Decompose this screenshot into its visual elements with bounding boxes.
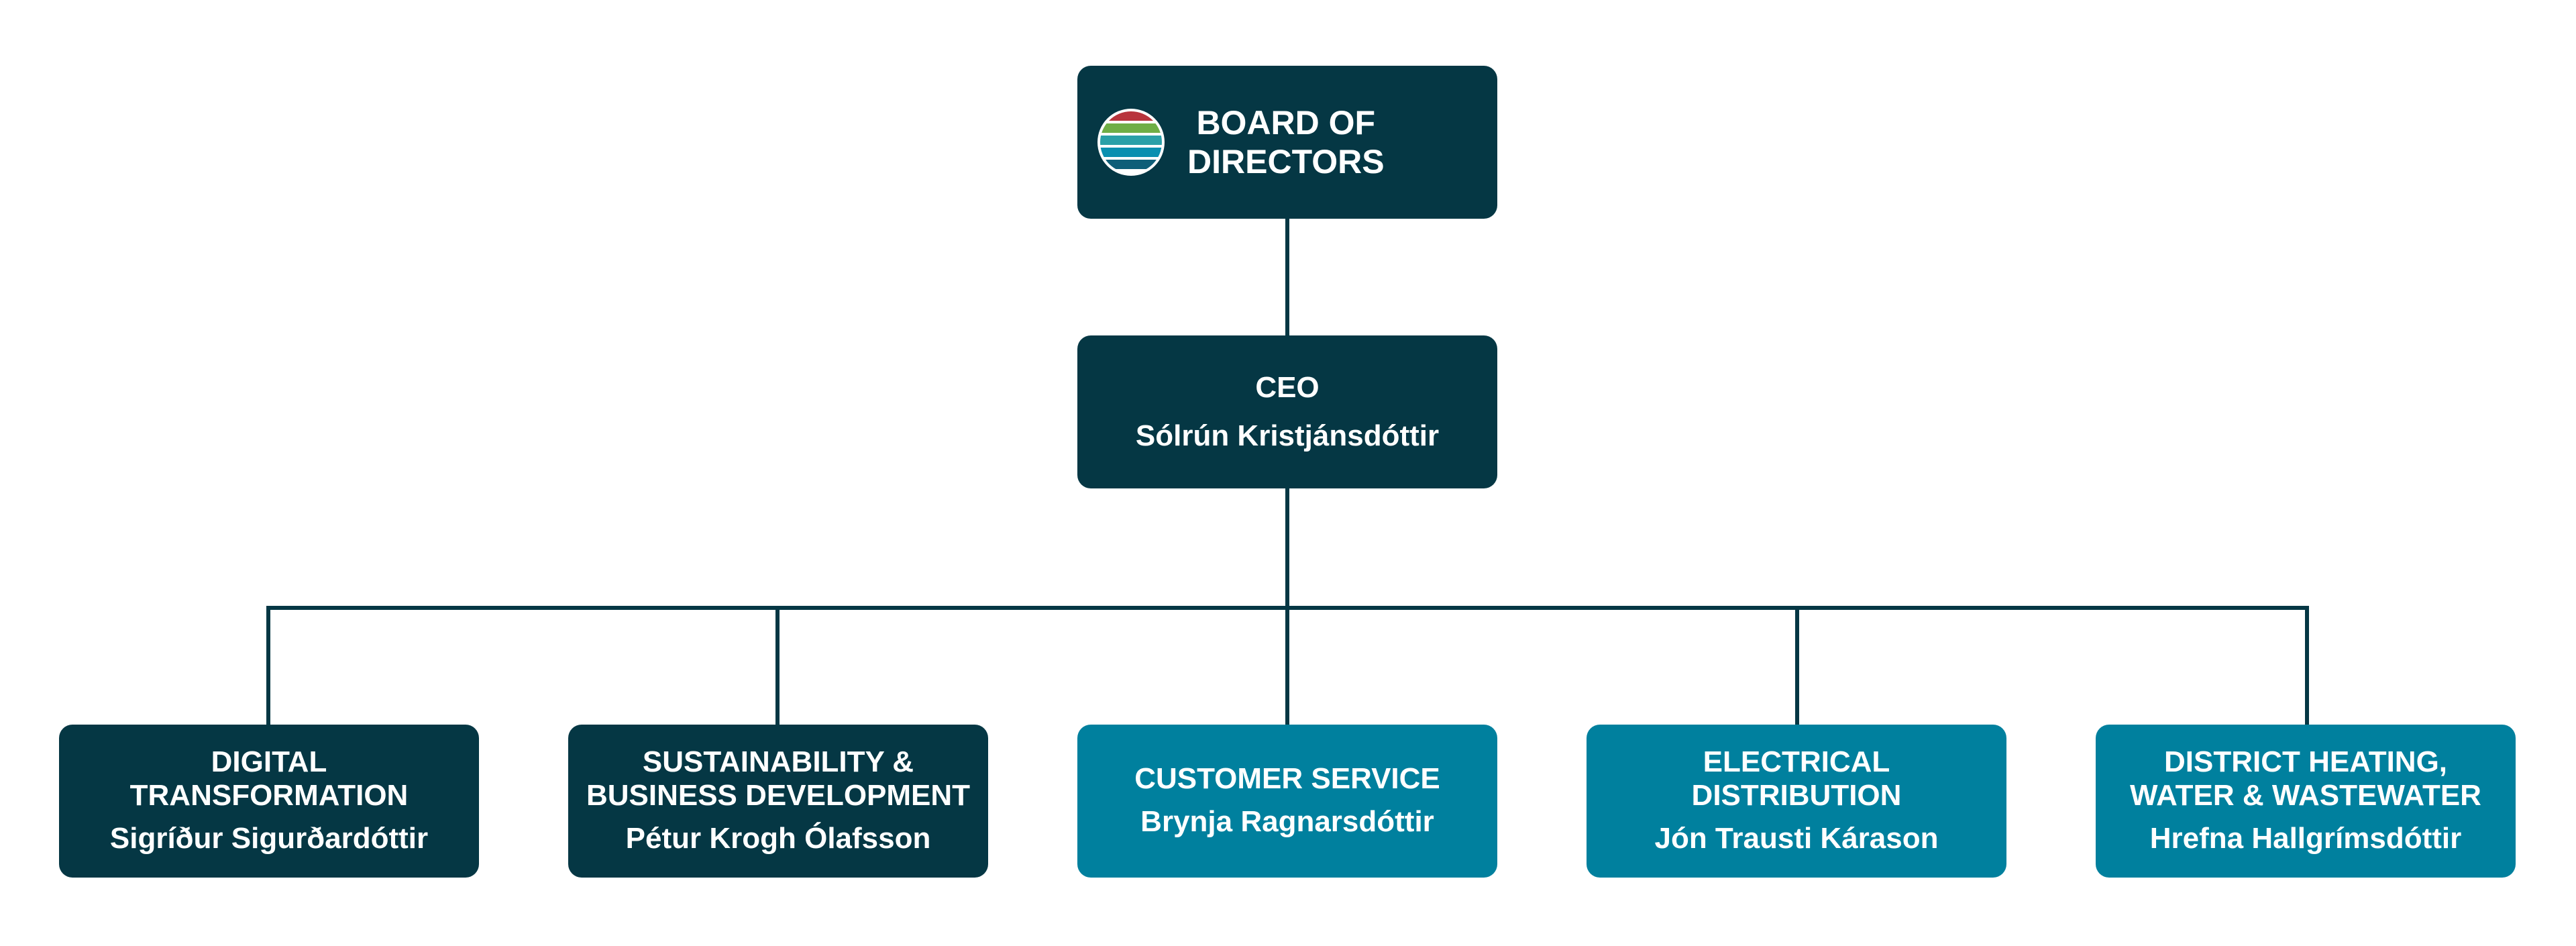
dept-district-heating-box: DISTRICT HEATING, WATER & WASTEWATER Hre… [2096,725,2516,878]
dept-head-name: Jón Trausti Kárason [1654,822,1939,855]
dept-role: ELECTRICAL DISTRIBUTION [1691,745,1902,812]
dept-head-name: Sigríður Sigurðardóttir [109,822,429,855]
dept-customer-service-box: CUSTOMER SERVICE Brynja Ragnarsdóttir [1077,725,1497,878]
ceo-box: CEO Sólrún Kristjánsdóttir [1077,335,1497,488]
dept-digital-transformation-box: DIGITAL TRANSFORMATION Sigríður Sigurðar… [59,725,479,878]
dept-head-name: Hrefna Hallgrímsdóttir [2149,822,2462,855]
striped-globe-logo-icon [1097,109,1165,176]
dept-role: CUSTOMER SERVICE [1134,762,1440,795]
dept-sustainability-box: SUSTAINABILITY & BUSINESS DEVELOPMENT Pé… [568,725,988,878]
board-title-line1: BOARD OF [1196,104,1376,142]
dept-role: DISTRICT HEATING, WATER & WASTEWATER [2130,745,2481,812]
dept-role: SUSTAINABILITY & BUSINESS DEVELOPMENT [586,745,971,812]
dept-head-name: Pétur Krogh Ólafsson [625,822,931,855]
dept-electrical-distribution-box: ELECTRICAL DISTRIBUTION Jón Trausti Kára… [1587,725,2006,878]
board-title-line2: DIRECTORS [1187,143,1385,180]
dept-head-name: Brynja Ragnarsdóttir [1140,805,1434,838]
ceo-name: Sólrún Kristjánsdóttir [1135,419,1440,452]
board-of-directors-box: BOARD OF DIRECTORS [1077,66,1497,219]
dept-role: DIGITAL TRANSFORMATION [129,745,409,812]
ceo-role: CEO [1255,371,1320,404]
board-title: BOARD OF DIRECTORS [1187,103,1385,181]
